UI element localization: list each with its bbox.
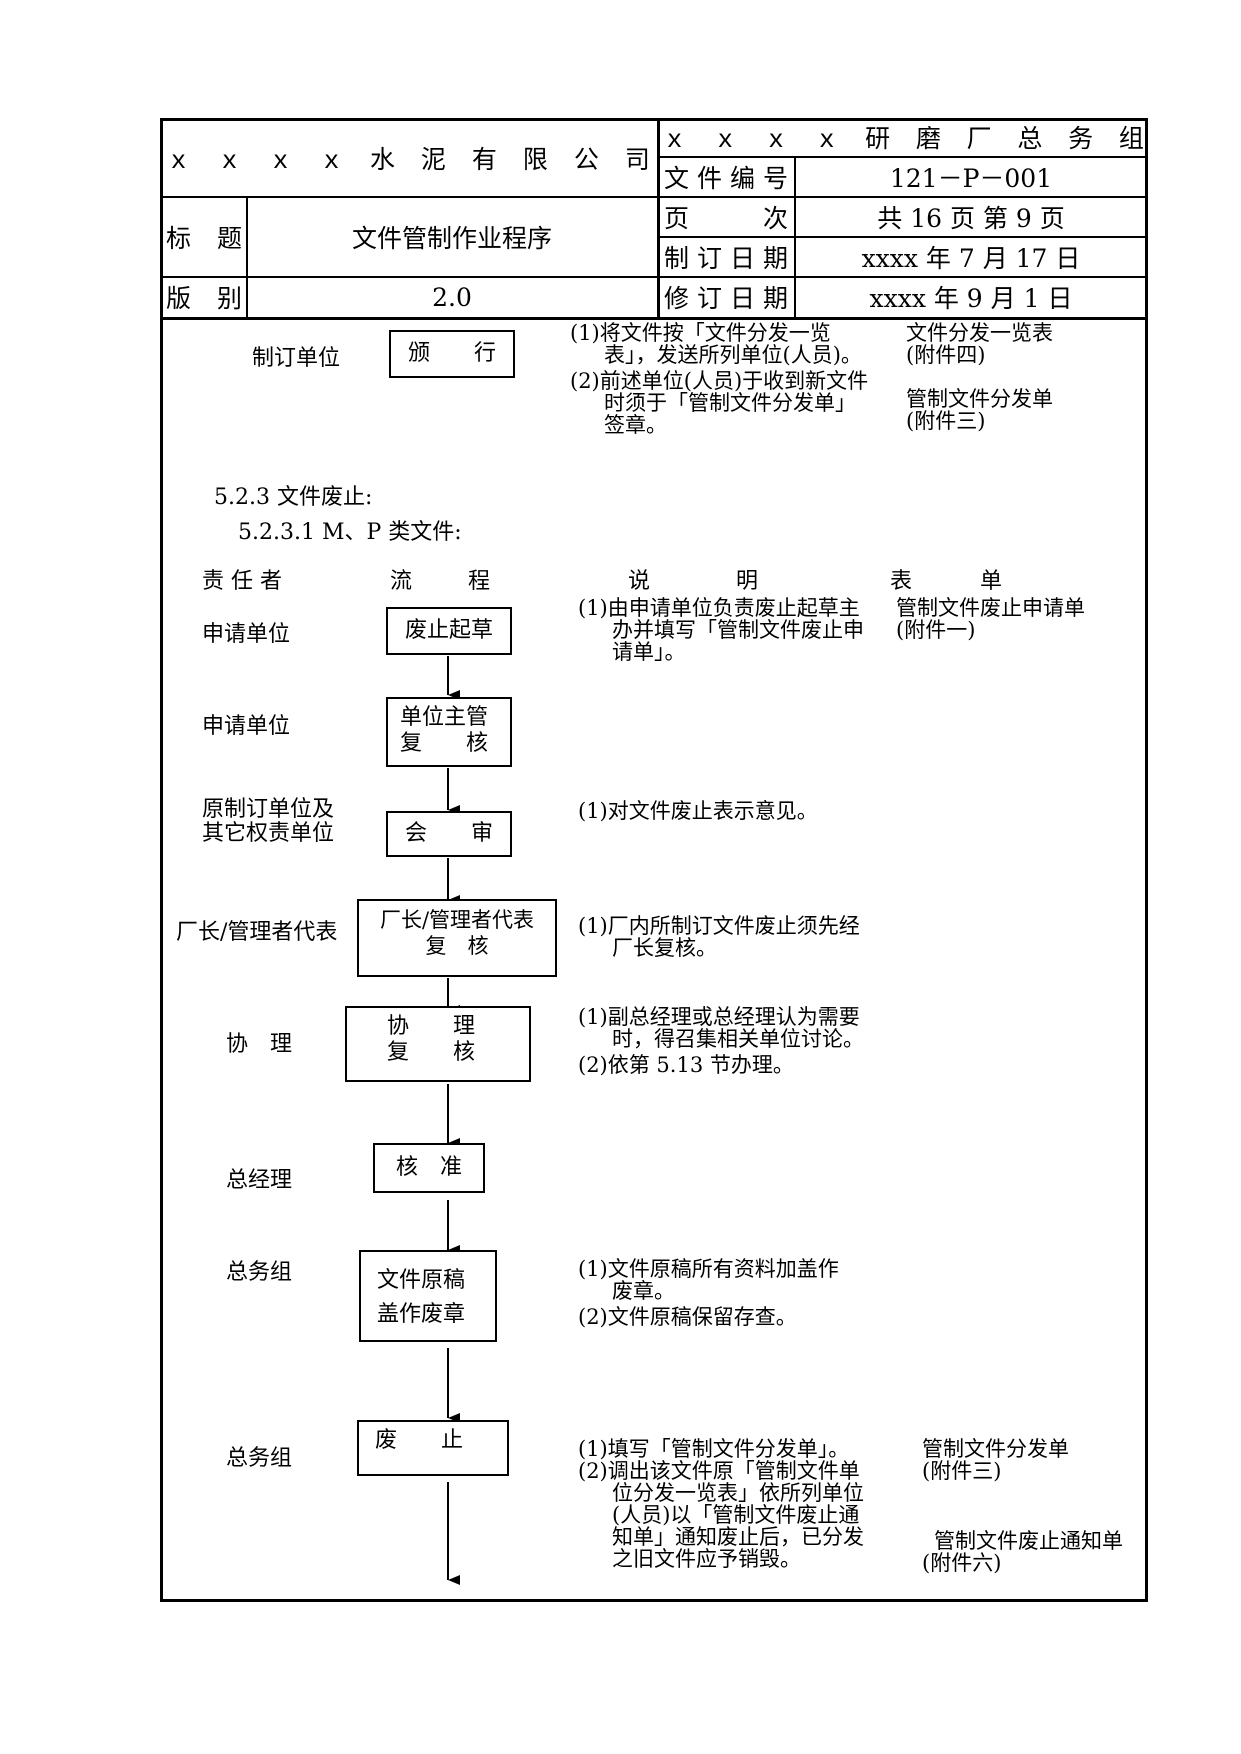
header-rule (658, 236, 1148, 238)
rev-date-label: 修订日期 (664, 284, 788, 313)
flow-step-label: 复 核 (387, 1040, 476, 1065)
responsible-label: 申请单位 (202, 714, 291, 739)
document-frame (160, 118, 1148, 1602)
flow-step-label: 复 核 (425, 934, 489, 958)
flow-step-label: 颁 行 (407, 341, 496, 366)
flow-step-box: 废止起草 (386, 607, 512, 655)
explanation-notes: (1)将文件按「文件分发一览表」，发送所列单位(人员)。 (2)前述单位(人员)… (570, 322, 870, 436)
responsible-label: 申请单位 (202, 622, 291, 647)
flow-step-label: 单位主管 (400, 705, 489, 730)
responsible-label: 总务组 (226, 1260, 293, 1285)
responsible-label: 协 理 (226, 1032, 293, 1057)
made-date: xxxx 年 7 月 17 日 (861, 244, 1081, 273)
title-label: 标题 (166, 224, 242, 253)
form-ref: 管制文件废止通知单(附件六) (922, 1530, 1123, 1574)
flow-step-box: 会 审 (386, 811, 512, 857)
column-header-responsible: 责 任 者 (202, 569, 282, 594)
note-item: (2)前述单位(人员)于收到新文件时须于「管制文件分发单」签章。 (570, 369, 869, 437)
column-header-flow: 流 程 (390, 569, 495, 594)
note-item: (1)填写「管制文件分发单」。 (578, 1437, 850, 1461)
note-item: (1)文件原稿所有资料加盖作废章。 (578, 1257, 839, 1303)
flow-step-label: 厂长/管理者代表 (379, 908, 535, 932)
flow-step-label: 协 理 (387, 1014, 476, 1039)
header-rule (794, 156, 796, 318)
page-label: 页次 (664, 204, 788, 233)
header-rule (657, 118, 660, 318)
version-label: 版别 (166, 284, 242, 313)
flow-step-box: 颁 行 (389, 330, 515, 378)
column-header-form: 表 单 (890, 569, 1011, 594)
flow-step-box: 废 止 (357, 1420, 509, 1476)
note-item: (2)调出该文件原「管制文件单位分发一览表」依所列单位(人员)以「管制文件废止通… (578, 1459, 864, 1571)
responsible-label: 厂长/管理者代表 (176, 920, 338, 945)
form-ref: 管制文件分发单(附件三) (922, 1437, 1069, 1483)
explanation-notes: (1)副总经理或总经理认为需要时，得召集相关单位讨论。 (2)依第 5.13 节… (578, 1006, 878, 1076)
flow-step-label: 废止起草 (404, 618, 493, 643)
explanation-notes: (1)对文件废止表示意见。 (578, 800, 878, 822)
header-rule (160, 276, 1148, 278)
note-item: (2)依第 5.13 节办理。 (578, 1053, 794, 1077)
flow-step-box: 协 理 复 核 (345, 1006, 531, 1082)
header-rule (160, 196, 1148, 198)
header-rule (658, 156, 1148, 158)
page-value: 共 16 页 第 9 页 (877, 204, 1065, 233)
header-rule (160, 317, 1148, 320)
subsection-heading: 5.2.3.1 M、P 类文件: (238, 520, 462, 545)
form-ref: 管制文件分发单(附件三) (906, 387, 1053, 433)
flow-step-label: 会 审 (404, 821, 493, 846)
flow-step-label: 废 止 (375, 1428, 464, 1453)
form-ref: 文件分发一览表(附件四) (906, 321, 1053, 367)
made-date-label: 制订日期 (664, 244, 788, 273)
flow-step-box: 单位主管 复 核 (386, 697, 512, 767)
responsible-label: 原制订单位及其它权责单位 (202, 797, 335, 846)
section-heading: 5.2.3 文件废止: (214, 485, 373, 510)
rev-date: xxxx 年 9 月 1 日 (869, 284, 1073, 313)
note-item: (1)对文件废止表示意见。 (578, 799, 818, 823)
explanation-notes: (1)文件原稿所有资料加盖作废章。 (2)文件原稿保留存查。 (578, 1258, 858, 1328)
version: 2.0 (432, 282, 472, 312)
column-header-explain: 说 明 (628, 569, 773, 594)
doc-no-label: 文件编号 (664, 164, 788, 193)
note-item: (1)副总经理或总经理认为需要时，得召集相关单位讨论。 (578, 1005, 864, 1051)
explanation-notes: (1)厂内所制订文件废止须先经厂长复核。 (578, 915, 868, 959)
note-item: (1)厂内所制订文件废止须先经厂长复核。 (578, 914, 860, 960)
responsible-label: 总经理 (226, 1168, 293, 1193)
flow-step-box: 厂长/管理者代表 复 核 (357, 899, 557, 977)
flow-step-label: 核 准 (395, 1155, 462, 1180)
form-ref: 管制文件废止申请单(附件一) (896, 596, 1085, 642)
document-title: 文件管制作业程序 (351, 224, 552, 253)
note-item: (1)将文件按「文件分发一览表」，发送所列单位(人员)。 (570, 321, 862, 367)
flow-step-label: 复 核 (400, 731, 489, 756)
doc-no: 121－P－001 (889, 164, 1053, 193)
flow-step-label: 文件原稿 (377, 1268, 466, 1293)
flow-step-box: 文件原稿 盖作废章 (359, 1250, 497, 1342)
flow-step-label: 盖作废章 (377, 1302, 466, 1327)
note-item: (2)文件原稿保留存查。 (578, 1305, 797, 1329)
explanation-notes: (1)由申请单位负责废止起草主办并填写「管制文件废止申请单」。 (578, 597, 878, 663)
responsible-label: 制订单位 (252, 346, 341, 371)
note-item: (1)由申请单位负责废止起草主办并填写「管制文件废止申请单」。 (578, 596, 864, 664)
header-rule (246, 196, 248, 317)
explanation-notes: (1)填写「管制文件分发单」。 (2)调出该文件原「管制文件单位分发一览表」依所… (578, 1438, 878, 1570)
flow-step-box: 核 准 (373, 1143, 485, 1193)
responsible-label: 总务组 (226, 1446, 293, 1471)
